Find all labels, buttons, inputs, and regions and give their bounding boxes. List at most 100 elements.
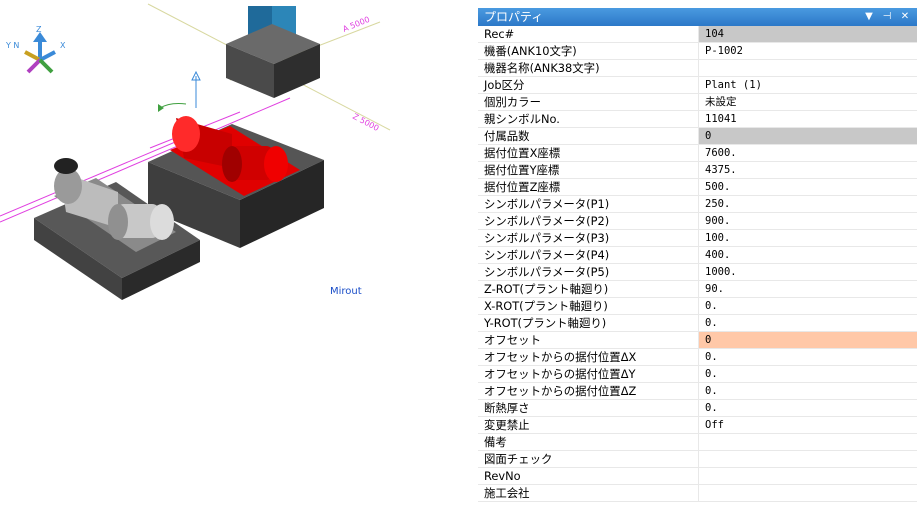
- svg-text:X: X: [60, 41, 66, 50]
- properties-title: プロパティ: [484, 10, 544, 24]
- property-key: シンボルパラメータ(P5): [478, 263, 699, 281]
- property-value[interactable]: 100.: [698, 229, 917, 247]
- property-row[interactable]: Rec#104: [478, 26, 917, 43]
- property-value[interactable]: 0.: [698, 297, 917, 315]
- property-value[interactable]: [698, 450, 917, 468]
- svg-text:Z: Z: [36, 25, 42, 34]
- viewport-canvas: A 5000 Z 5000 Z Y N X: [0, 3, 391, 300]
- view-label: Mirout: [330, 286, 362, 297]
- property-row[interactable]: 施工会社: [478, 484, 917, 502]
- property-row[interactable]: シンボルパラメータ(P3)100.: [478, 229, 917, 247]
- property-value[interactable]: 0: [698, 331, 917, 349]
- property-row[interactable]: X-ROT(プラント軸廻り)0.: [478, 297, 917, 315]
- property-value[interactable]: 0.: [698, 348, 917, 366]
- property-key: シンボルパラメータ(P3): [478, 229, 699, 247]
- pump-equipment[interactable]: [34, 158, 200, 300]
- property-value[interactable]: 11041: [698, 110, 917, 128]
- property-key: RevNo: [478, 467, 699, 485]
- property-value[interactable]: 未設定: [698, 93, 917, 111]
- axis-triad-icon: Z Y N X: [5, 25, 66, 74]
- 3d-viewport[interactable]: A 5000 Z 5000 Z Y N X: [0, 0, 465, 512]
- property-value[interactable]: 0.: [698, 399, 917, 417]
- property-value[interactable]: P-1002: [698, 42, 917, 60]
- property-key: 変更禁止: [478, 416, 699, 434]
- dimension-label-b: Z 5000: [351, 112, 380, 133]
- property-key: Job区分: [478, 76, 699, 94]
- property-value[interactable]: 90.: [698, 280, 917, 298]
- selected-pump-equipment[interactable]: [148, 70, 324, 248]
- property-key: オフセット: [478, 331, 699, 349]
- property-key: X-ROT(プラント軸廻り): [478, 297, 699, 315]
- property-key: オフセットからの据付位置ΔZ: [478, 382, 699, 400]
- property-key: 備考: [478, 433, 699, 451]
- column-equipment[interactable]: [226, 6, 320, 98]
- property-key: シンボルパラメータ(P1): [478, 195, 699, 213]
- property-value[interactable]: 0.: [698, 314, 917, 332]
- properties-titlebar: プロパティ ▼ ⊣ ✕: [478, 8, 917, 26]
- property-value[interactable]: 250.: [698, 195, 917, 213]
- property-value[interactable]: [698, 484, 917, 502]
- property-row[interactable]: シンボルパラメータ(P5)1000.: [478, 263, 917, 281]
- property-value[interactable]: Plant (1): [698, 76, 917, 94]
- property-key: オフセットからの据付位置ΔY: [478, 365, 699, 383]
- property-key: 付属品数: [478, 127, 699, 145]
- property-value[interactable]: 1000.: [698, 263, 917, 281]
- property-row[interactable]: シンボルパラメータ(P1)250.: [478, 195, 917, 213]
- property-value[interactable]: [698, 59, 917, 77]
- dropdown-icon[interactable]: ▼: [865, 11, 873, 22]
- property-value[interactable]: Off: [698, 416, 917, 434]
- property-row[interactable]: 親シンボルNo.11041: [478, 110, 917, 128]
- property-value[interactable]: 0.: [698, 365, 917, 383]
- property-key: オフセットからの据付位置ΔX: [478, 348, 699, 366]
- property-value[interactable]: 7600.: [698, 144, 917, 162]
- property-row[interactable]: Y-ROT(プラント軸廻り)0.: [478, 314, 917, 332]
- property-value[interactable]: [698, 467, 917, 485]
- property-value[interactable]: 900.: [698, 212, 917, 230]
- pipe-line: [0, 139, 181, 217]
- property-key: 親シンボルNo.: [478, 110, 699, 128]
- property-row[interactable]: 図面チェック: [478, 450, 917, 468]
- property-row[interactable]: RevNo: [478, 467, 917, 485]
- property-key: 図面チェック: [478, 450, 699, 468]
- property-value[interactable]: 0: [698, 127, 917, 145]
- property-value[interactable]: 0.: [698, 382, 917, 400]
- property-value[interactable]: 4375.: [698, 161, 917, 179]
- property-row[interactable]: 機器名称(ANK38文字): [478, 59, 917, 77]
- property-key: 据付位置Z座標: [478, 178, 699, 196]
- property-key: 機番(ANK10文字): [478, 42, 699, 60]
- property-key: 施工会社: [478, 484, 699, 502]
- property-key: 個別カラー: [478, 93, 699, 111]
- pipe-line: [0, 97, 291, 223]
- property-value[interactable]: 400.: [698, 246, 917, 264]
- svg-text:Y N: Y N: [5, 41, 19, 50]
- property-key: Z-ROT(プラント軸廻り): [478, 280, 699, 298]
- property-key: 断熱厚さ: [478, 399, 699, 417]
- property-row[interactable]: 備考: [478, 433, 917, 451]
- property-row[interactable]: Z-ROT(プラント軸廻り)90.: [478, 280, 917, 298]
- pin-icon[interactable]: ⊣: [882, 11, 892, 22]
- close-icon[interactable]: ✕: [900, 11, 910, 22]
- property-value[interactable]: 104: [698, 26, 917, 43]
- property-key: 機器名称(ANK38文字): [478, 59, 699, 77]
- property-row[interactable]: シンボルパラメータ(P4)400.: [478, 246, 917, 264]
- property-value[interactable]: 500.: [698, 178, 917, 196]
- property-row[interactable]: 個別カラー未設定: [478, 93, 917, 111]
- property-value[interactable]: [698, 433, 917, 451]
- property-row[interactable]: 機番(ANK10文字)P-1002: [478, 42, 917, 60]
- property-key: 据付位置X座標: [478, 144, 699, 162]
- property-row[interactable]: シンボルパラメータ(P2)900.: [478, 212, 917, 230]
- property-key: シンボルパラメータ(P4): [478, 246, 699, 264]
